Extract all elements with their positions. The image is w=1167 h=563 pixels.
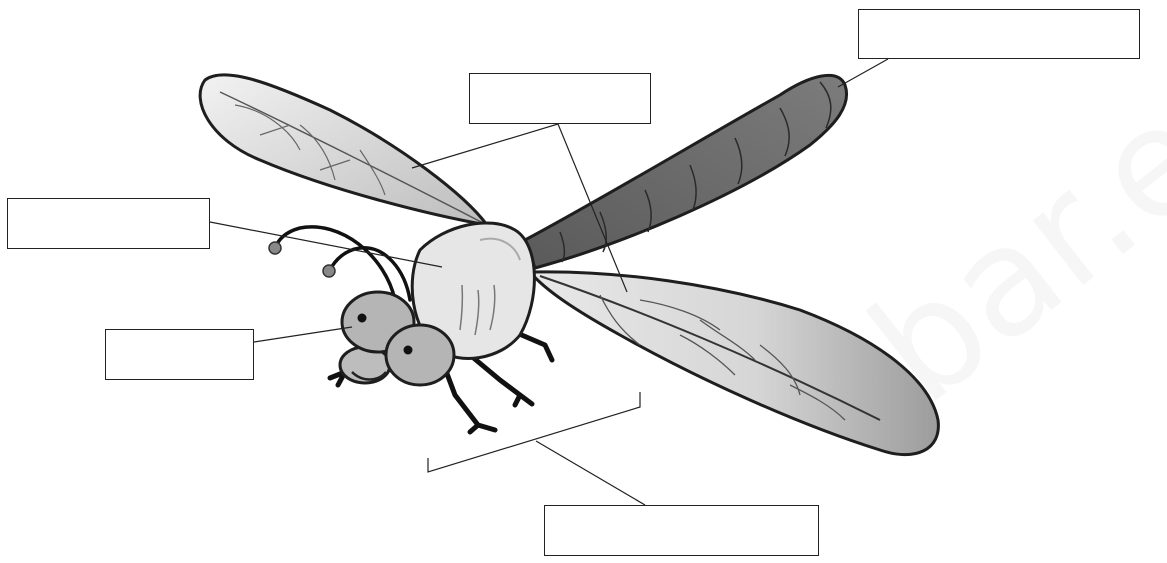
label-box-head[interactable] — [105, 329, 254, 380]
antennae — [276, 227, 410, 300]
label-box-wings[interactable] — [469, 73, 651, 124]
antenna-tip-right — [323, 265, 335, 277]
label-box-thorax[interactable] — [7, 198, 210, 249]
upper-left-wing — [200, 75, 487, 225]
label-box-tail[interactable] — [858, 9, 1140, 59]
antenna-tip-left — [269, 242, 281, 254]
label-box-legs[interactable] — [544, 505, 819, 556]
